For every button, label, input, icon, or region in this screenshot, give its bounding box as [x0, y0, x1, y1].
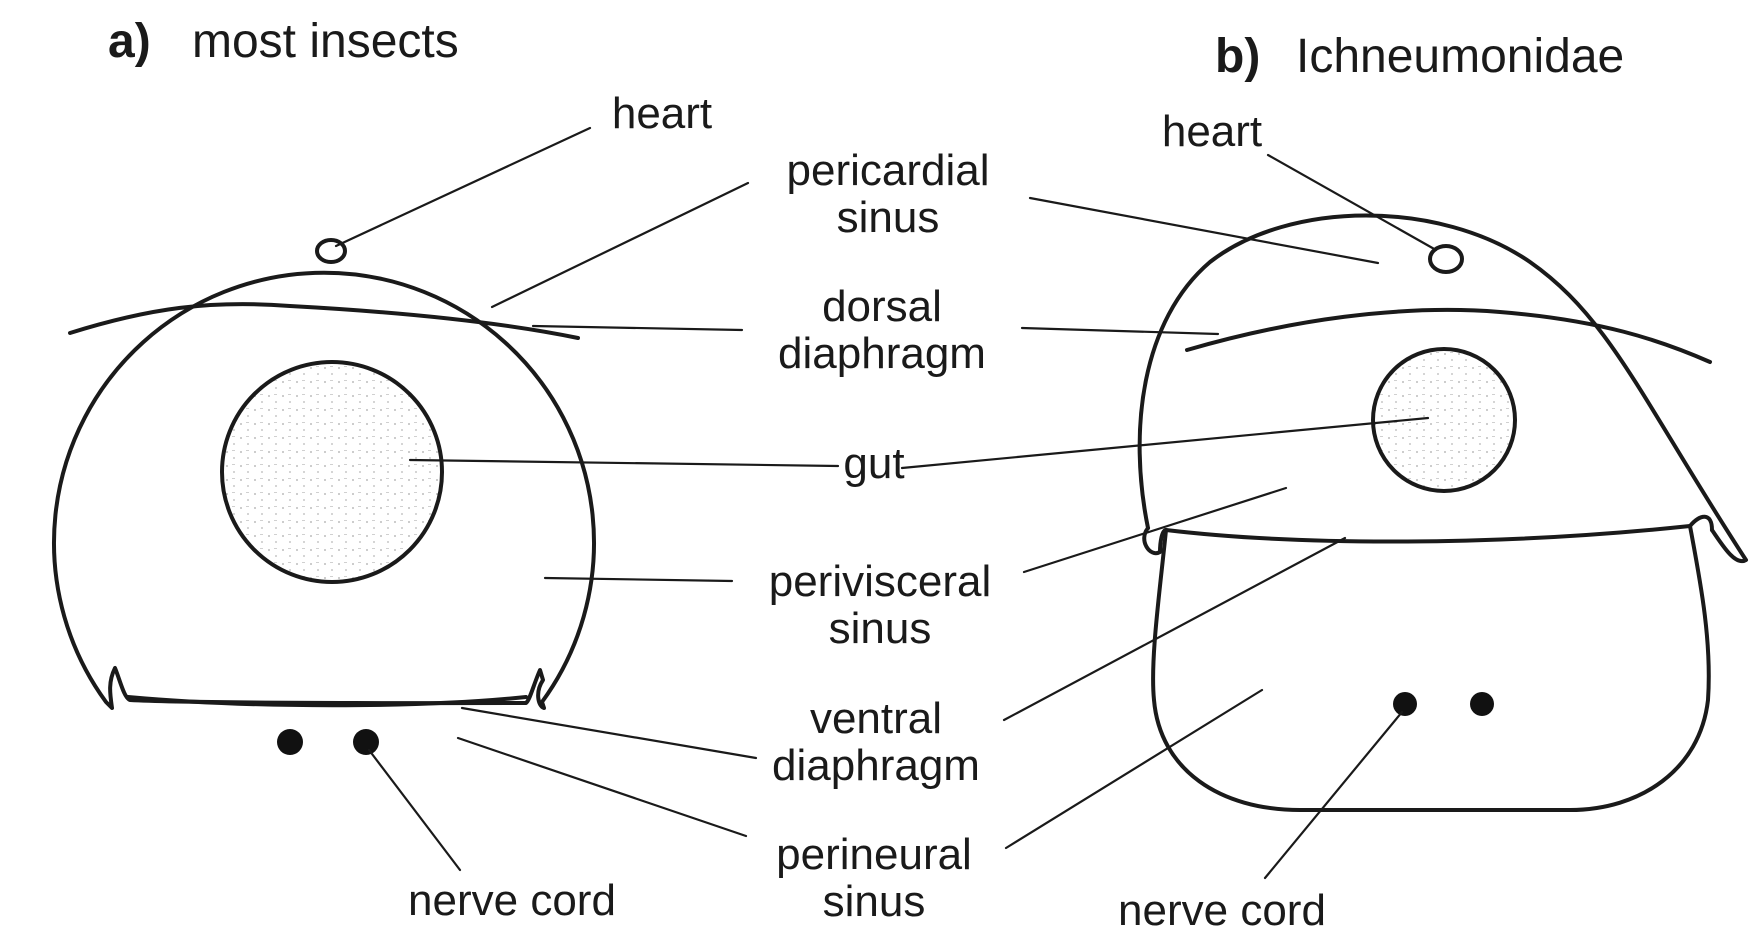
label-pericardial: pericardial	[787, 146, 990, 195]
panel-a-heart-leader	[336, 128, 590, 246]
panel-a-nerve-cord-dot-2	[353, 729, 379, 755]
panel-b-right-notch	[1690, 517, 1712, 530]
panel-b-nerve-cord-leader	[1265, 712, 1402, 878]
panel-b-heart-leader	[1268, 155, 1436, 250]
shared-labels: pericardial sinus dorsal diaphragm gut p…	[769, 146, 992, 926]
panel-b-title: Ichneumonidae	[1296, 30, 1624, 83]
panel-b-perineural-leader	[1006, 690, 1262, 848]
label-pericardial-sinus: sinus	[837, 193, 940, 242]
panel-b-heart-label: heart	[1162, 107, 1262, 156]
panel-a-heart-label: heart	[612, 89, 712, 138]
panel-b-ichneumonidae: b) Ichneumonidae heart nerve cord	[902, 30, 1746, 933]
panel-b-dorsal-diaphragm-leader	[1022, 328, 1218, 334]
panel-a-gut-leader	[410, 460, 838, 466]
panel-a-perivisceral-leader	[545, 578, 732, 581]
label-gut: gut	[843, 439, 904, 488]
label-perivisceral-sinus: sinus	[829, 604, 932, 653]
panel-a-dorsal-diaphragm-leader	[533, 326, 742, 330]
panel-a-pericardial-leader	[492, 183, 748, 307]
label-ventral-diaphragm: diaphragm	[772, 741, 980, 790]
panel-a-most-insects: a) most insects heart nerve cord	[54, 15, 838, 925]
label-dorsal-diaphragm: diaphragm	[778, 329, 986, 378]
panel-a-ventral-diaphragm-leader	[462, 708, 756, 758]
label-perivisceral: perivisceral	[769, 557, 992, 606]
panel-b-gut-leader	[902, 418, 1428, 468]
panel-b-nerve-cord-dot-2	[1470, 692, 1494, 716]
panel-b-gut-circle	[1373, 349, 1515, 491]
panel-a-nerve-cord-dot-1	[277, 729, 303, 755]
label-ventral: ventral	[810, 694, 942, 743]
panel-b-ventral-diaphragm-line	[1166, 526, 1690, 542]
panel-a-letter: a)	[108, 15, 151, 68]
panel-a-nerve-cord-leader	[369, 750, 460, 870]
panel-a-dorsal-diaphragm-line	[70, 304, 578, 338]
label-perineural: perineural	[776, 830, 972, 879]
panel-a-gut-circle	[222, 362, 442, 582]
panel-b-perivisceral-leader	[1024, 488, 1286, 572]
panel-b-ventral-diaphragm-leader	[1004, 538, 1345, 720]
panel-b-pericardial-leader	[1030, 198, 1378, 263]
panel-a-perineural-leader	[458, 738, 746, 836]
panel-a-title: most insects	[192, 15, 459, 68]
label-perineural-sinus: sinus	[823, 877, 926, 926]
label-dorsal: dorsal	[822, 282, 942, 331]
panel-b-letter: b)	[1215, 30, 1260, 83]
panel-b-ventral-cup-outline	[1153, 526, 1709, 810]
panel-b-nerve-cord-dot-1	[1393, 692, 1417, 716]
panel-a-nerve-cord-label: nerve cord	[408, 876, 616, 925]
panel-b-nerve-cord-label: nerve cord	[1118, 886, 1326, 933]
